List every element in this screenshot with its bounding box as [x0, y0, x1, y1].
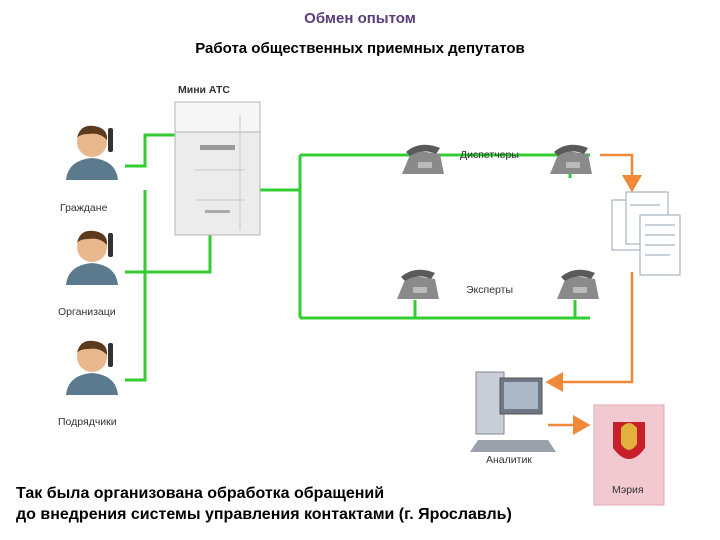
arrow-to-documents [600, 153, 642, 193]
source-label-contractors: Подрядчики [58, 416, 117, 428]
page-subtitle: Работа общественных приемных депутатов [195, 40, 525, 57]
link-organizations [125, 190, 147, 274]
caption-line-2: до внедрения системы управления контакта… [16, 506, 512, 523]
page-title: Обмен опытом [304, 10, 416, 27]
desk-phone-icon [557, 269, 599, 299]
desk-phone-icon [402, 144, 444, 174]
person-phone-icon [66, 340, 118, 395]
dispatchers-label: Диспетчеры [460, 149, 519, 161]
documents-icon [611, 191, 681, 276]
caption: Так была организована обработка обращени… [16, 483, 512, 525]
source-label-organizations: Организаци [58, 306, 116, 318]
arrow-docs-to-analyst [545, 272, 634, 392]
link-citizens [125, 133, 175, 168]
person-phone-icon [66, 230, 118, 285]
flow-arrows [545, 153, 642, 435]
caption-line-1: Так была организована обработка обращени… [16, 485, 385, 502]
link-pbx-down [145, 235, 212, 274]
desk-phone-icon [397, 269, 439, 299]
desk-phone-icon [550, 144, 592, 174]
person-phone-icon [66, 125, 118, 180]
experts-label: Эксперты [466, 284, 513, 296]
analyst-label: Аналитик [486, 454, 532, 466]
pbx-label: Мини АТС [178, 84, 230, 96]
link-contractors [125, 272, 147, 382]
mayor-office-label: Мэрия [612, 484, 644, 496]
computer-icon [470, 371, 556, 452]
pbx-cabinet-icon [174, 101, 261, 236]
mayor-office-emblem [593, 404, 665, 506]
source-label-citizens: Граждане [60, 202, 108, 214]
